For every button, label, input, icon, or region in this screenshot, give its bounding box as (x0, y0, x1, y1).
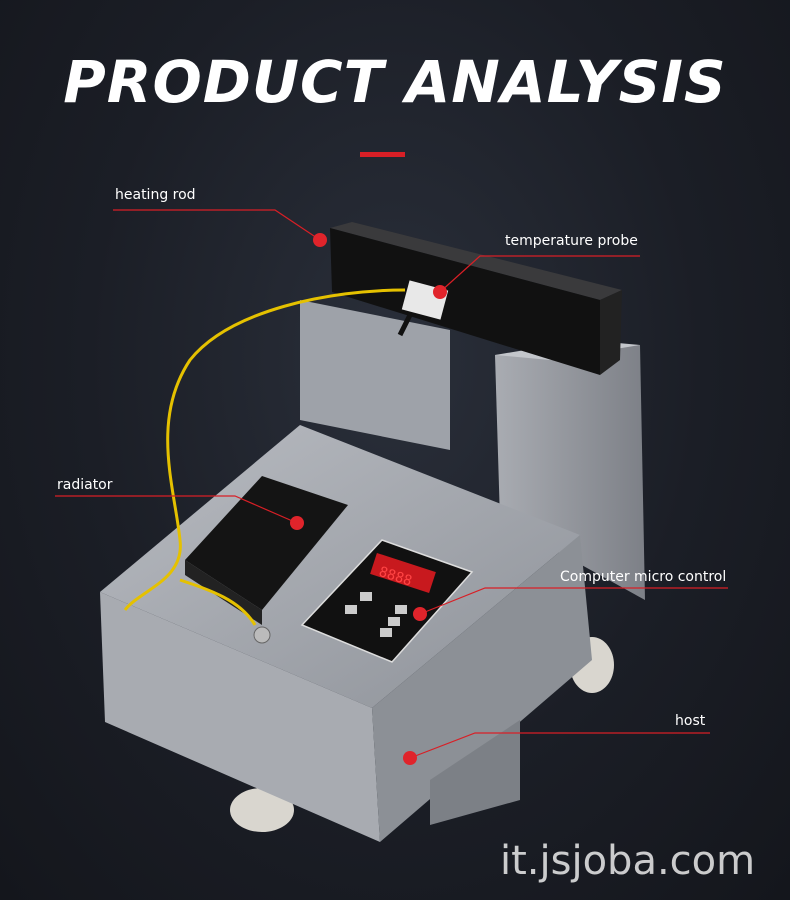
callout-temperature-probe: temperature probe (505, 233, 638, 249)
page-title: PRODUCT ANALYSIS (63, 48, 727, 116)
radiator-marker (290, 516, 304, 530)
heating-rod (330, 222, 622, 375)
connector-socket (253, 626, 271, 644)
control-panel (300, 539, 474, 663)
callout-computer-micro-control: Computer micro control (560, 569, 727, 585)
title-accent-bar (360, 152, 405, 157)
watermark: it.jsjoba.com (500, 838, 756, 884)
control-marker (413, 607, 427, 621)
thermocouple-cable (123, 288, 406, 626)
callout-radiator: radiator (57, 477, 113, 493)
callout-host: host (675, 713, 706, 729)
temperature-probe-marker (433, 285, 447, 299)
host-marker (403, 751, 417, 765)
heating-rod-marker (313, 233, 327, 247)
callout-lines (55, 209, 728, 759)
callout-heating-rod: heating rod (115, 187, 196, 203)
